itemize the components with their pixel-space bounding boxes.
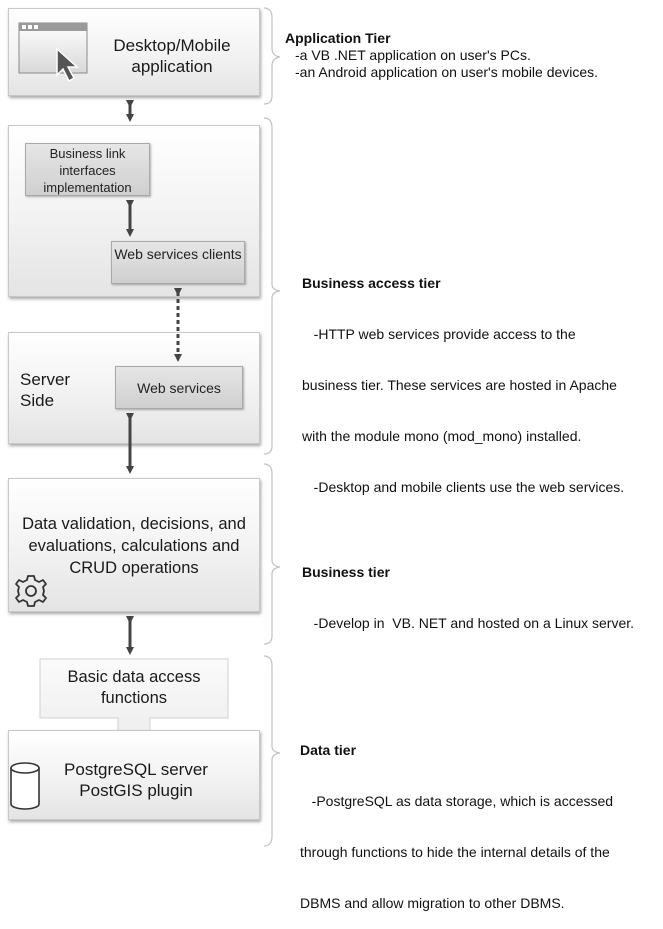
postgresql-box-label: PostgreSQL server PostGIS plugin	[64, 760, 208, 800]
application-tier-box: Desktop/Mobile application	[8, 8, 260, 96]
business-tier-line-1: -Develop in VB. NET and hosted on a Linu…	[302, 615, 635, 631]
business-access-tier-line-4: -Desktop and mobile clients use the web …	[302, 479, 625, 495]
business-tier-annotation: Business tier -Develop in VB. NET and ho…	[302, 530, 658, 649]
brace-data	[263, 655, 281, 847]
business-tier-box: Data validation, decisions, and evaluati…	[8, 478, 260, 612]
business-link-interfaces-box: Business link interfaces implementation	[25, 143, 150, 196]
database-cylinder-icon	[10, 762, 40, 810]
business-access-tier-title: Business access tier	[302, 275, 441, 291]
business-access-tier-line-1: -HTTP web services provide access to the	[302, 326, 576, 342]
web-services-clients-box: Web services clients	[111, 241, 245, 284]
data-access-box-label: Basic data access functions	[67, 668, 201, 707]
postgresql-box: PostgreSQL server PostGIS plugin	[8, 730, 260, 820]
data-tier-line-2: through functions to hide the internal d…	[300, 844, 610, 860]
business-box-label: Data validation, decisions, and evaluati…	[22, 515, 246, 577]
brace-business	[263, 463, 281, 645]
application-tier-annotation: Application Tier -a VB .NET application …	[285, 30, 655, 81]
web-services-box: Web services	[115, 366, 243, 409]
data-tier-line-3: DBMS and allow migration to other DBMS.	[300, 895, 565, 911]
data-tier-annotation: Data tier -PostgreSQL as data storage, w…	[300, 708, 656, 929]
data-tier-title: Data tier	[300, 742, 357, 758]
business-tier-title: Business tier	[302, 564, 390, 580]
server-side-label: Server Side	[20, 370, 71, 410]
brace-application	[263, 7, 281, 105]
window-cursor-icon	[18, 22, 88, 83]
gear-icon	[15, 575, 47, 607]
business-access-tier-line-3: with the module mono (mod_mono) installe…	[302, 428, 582, 444]
business-access-tier-annotation: Business access tier -HTTP web services …	[302, 241, 658, 513]
application-box-label: Desktop/Mobile application	[113, 36, 231, 76]
brace-business-access	[263, 117, 281, 455]
application-tier-line-1: -a VB .NET application on user's PCs.	[295, 47, 531, 63]
application-tier-line-2: -an Android application on user's mobile…	[295, 64, 599, 80]
application-tier-title: Application Tier	[285, 30, 391, 46]
data-tier-line-1: -PostgreSQL as data storage, which is ac…	[300, 793, 614, 809]
business-access-tier-line-2: business tier. These services are hosted…	[302, 377, 617, 393]
